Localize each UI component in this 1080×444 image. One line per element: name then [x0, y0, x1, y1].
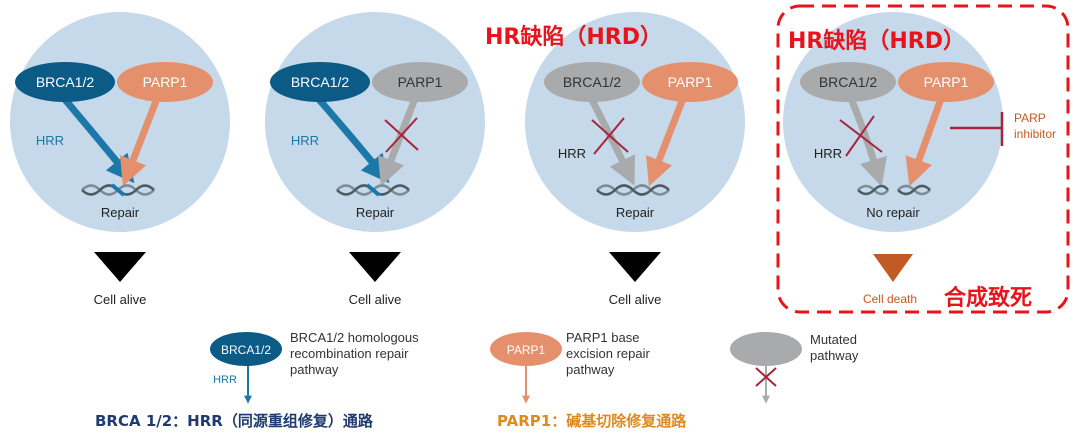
legend-mutated-desc: Mutated pathway: [810, 332, 859, 363]
brca-node-label: BRCA1/2: [291, 74, 350, 90]
inhibitor-label-2: inhibitor: [1014, 127, 1056, 141]
dna-helix-icon: [596, 184, 670, 196]
parp-node-label: PARP1: [143, 74, 188, 90]
outcome-label-2: Cell alive: [348, 292, 402, 307]
cell-circle: [10, 12, 230, 232]
hrd-title-panel-3: HR缺陷（HRD）: [485, 25, 662, 50]
cross-icon: [384, 117, 419, 153]
parp-arrow: [905, 94, 946, 187]
repair-label: No repair: [866, 205, 920, 220]
parp-node-label: PARP1: [924, 74, 969, 90]
parp-arrow: [119, 94, 162, 187]
brca-node: [270, 62, 370, 102]
brca-arrow: [59, 93, 135, 184]
legend-parp-badge-label: PARP1: [507, 343, 546, 357]
parp-arrow: [645, 94, 688, 187]
parp-node-label: PARP1: [398, 74, 443, 90]
brca-arrow-mutated: [846, 94, 887, 187]
legend-mutated-badge: [730, 332, 802, 366]
brca-arrow-mutated: [586, 94, 635, 186]
dna-broken-icon: [857, 184, 931, 196]
panel-2: BRCA1/2 PARP1 HRR Repair: [265, 12, 485, 282]
legend-hrr-label: HRR: [213, 374, 237, 386]
dna-helix-icon: [336, 183, 410, 197]
cross-icon: [839, 115, 883, 157]
highlight-box: [776, 4, 1070, 314]
brca-arrow: [313, 93, 390, 184]
brca-node-label: BRCA1/2: [36, 74, 95, 90]
parp-node-label: PARP1: [668, 74, 713, 90]
hrr-label: HRR: [814, 146, 842, 161]
parp-pathway-label: PARP1：碱基切除修复通路: [497, 412, 687, 430]
repair-label: Repair: [616, 205, 655, 220]
brca-node-label: BRCA1/2: [563, 74, 622, 90]
outcome-triangle: [873, 254, 913, 282]
repair-label: Repair: [356, 205, 395, 220]
repair-label: Repair: [101, 205, 140, 220]
cross-icon: [755, 367, 777, 387]
parp-node: [642, 62, 738, 102]
outcome-triangle: [349, 252, 401, 282]
brca-node-mutated: [544, 62, 640, 102]
cross-icon: [591, 117, 629, 155]
hrr-label: HRR: [291, 133, 319, 148]
brca-node-label: BRCA1/2: [819, 74, 878, 90]
legend-parp-badge: [490, 332, 562, 366]
brca-pathway-label: BRCA 1/2：HRR（同源重组修复）通路: [95, 412, 373, 430]
outcome-label-1: Cell alive: [93, 292, 147, 307]
synthetic-lethal-label: 合成致死: [944, 286, 1033, 311]
inhibitor-bar-icon: [950, 112, 1004, 146]
legend-mutated: [730, 332, 802, 404]
hrr-label: HRR: [558, 146, 586, 161]
brca-node-mutated: [800, 62, 896, 102]
parp-node: [898, 62, 994, 102]
dna-helix-icon: [81, 183, 155, 197]
legend-brca: BRCA1/2 HRR: [210, 332, 282, 404]
outcome-triangle: [94, 252, 146, 282]
legend-brca-badge-label: BRCA1/2: [221, 343, 271, 357]
parp-node-mutated: [372, 62, 468, 102]
parp-arrow-mutated: [377, 94, 420, 187]
outcome-label-4: Cell death: [862, 292, 918, 306]
parp-node: [117, 62, 213, 102]
panel-1: BRCA1/2 PARP1 HRR Repair: [10, 12, 230, 282]
hrr-label: HRR: [36, 133, 64, 148]
outcome-label-3: Cell alive: [608, 292, 662, 307]
cell-circle: [265, 12, 485, 232]
legend-parp: PARP1: [490, 332, 562, 404]
panel-4: BRCA1/2 PARP1 PARP inhibitor HRR No repa…: [776, 4, 1070, 314]
legend-parp-desc: PARP1 base excision repair pathway: [566, 330, 650, 377]
brca-node: [15, 62, 115, 102]
outcome-triangle: [609, 252, 661, 282]
legend-brca-badge: [210, 332, 282, 366]
inhibitor-label: PARP: [1014, 111, 1046, 125]
panel-3: BRCA1/2 PARP1 HRR Repair: [525, 12, 745, 282]
legend-brca-desc: BRCA1/2 homologous recombination repair …: [290, 330, 419, 377]
hrd-title-panel-4: HR缺陷（HRD）: [788, 29, 965, 54]
